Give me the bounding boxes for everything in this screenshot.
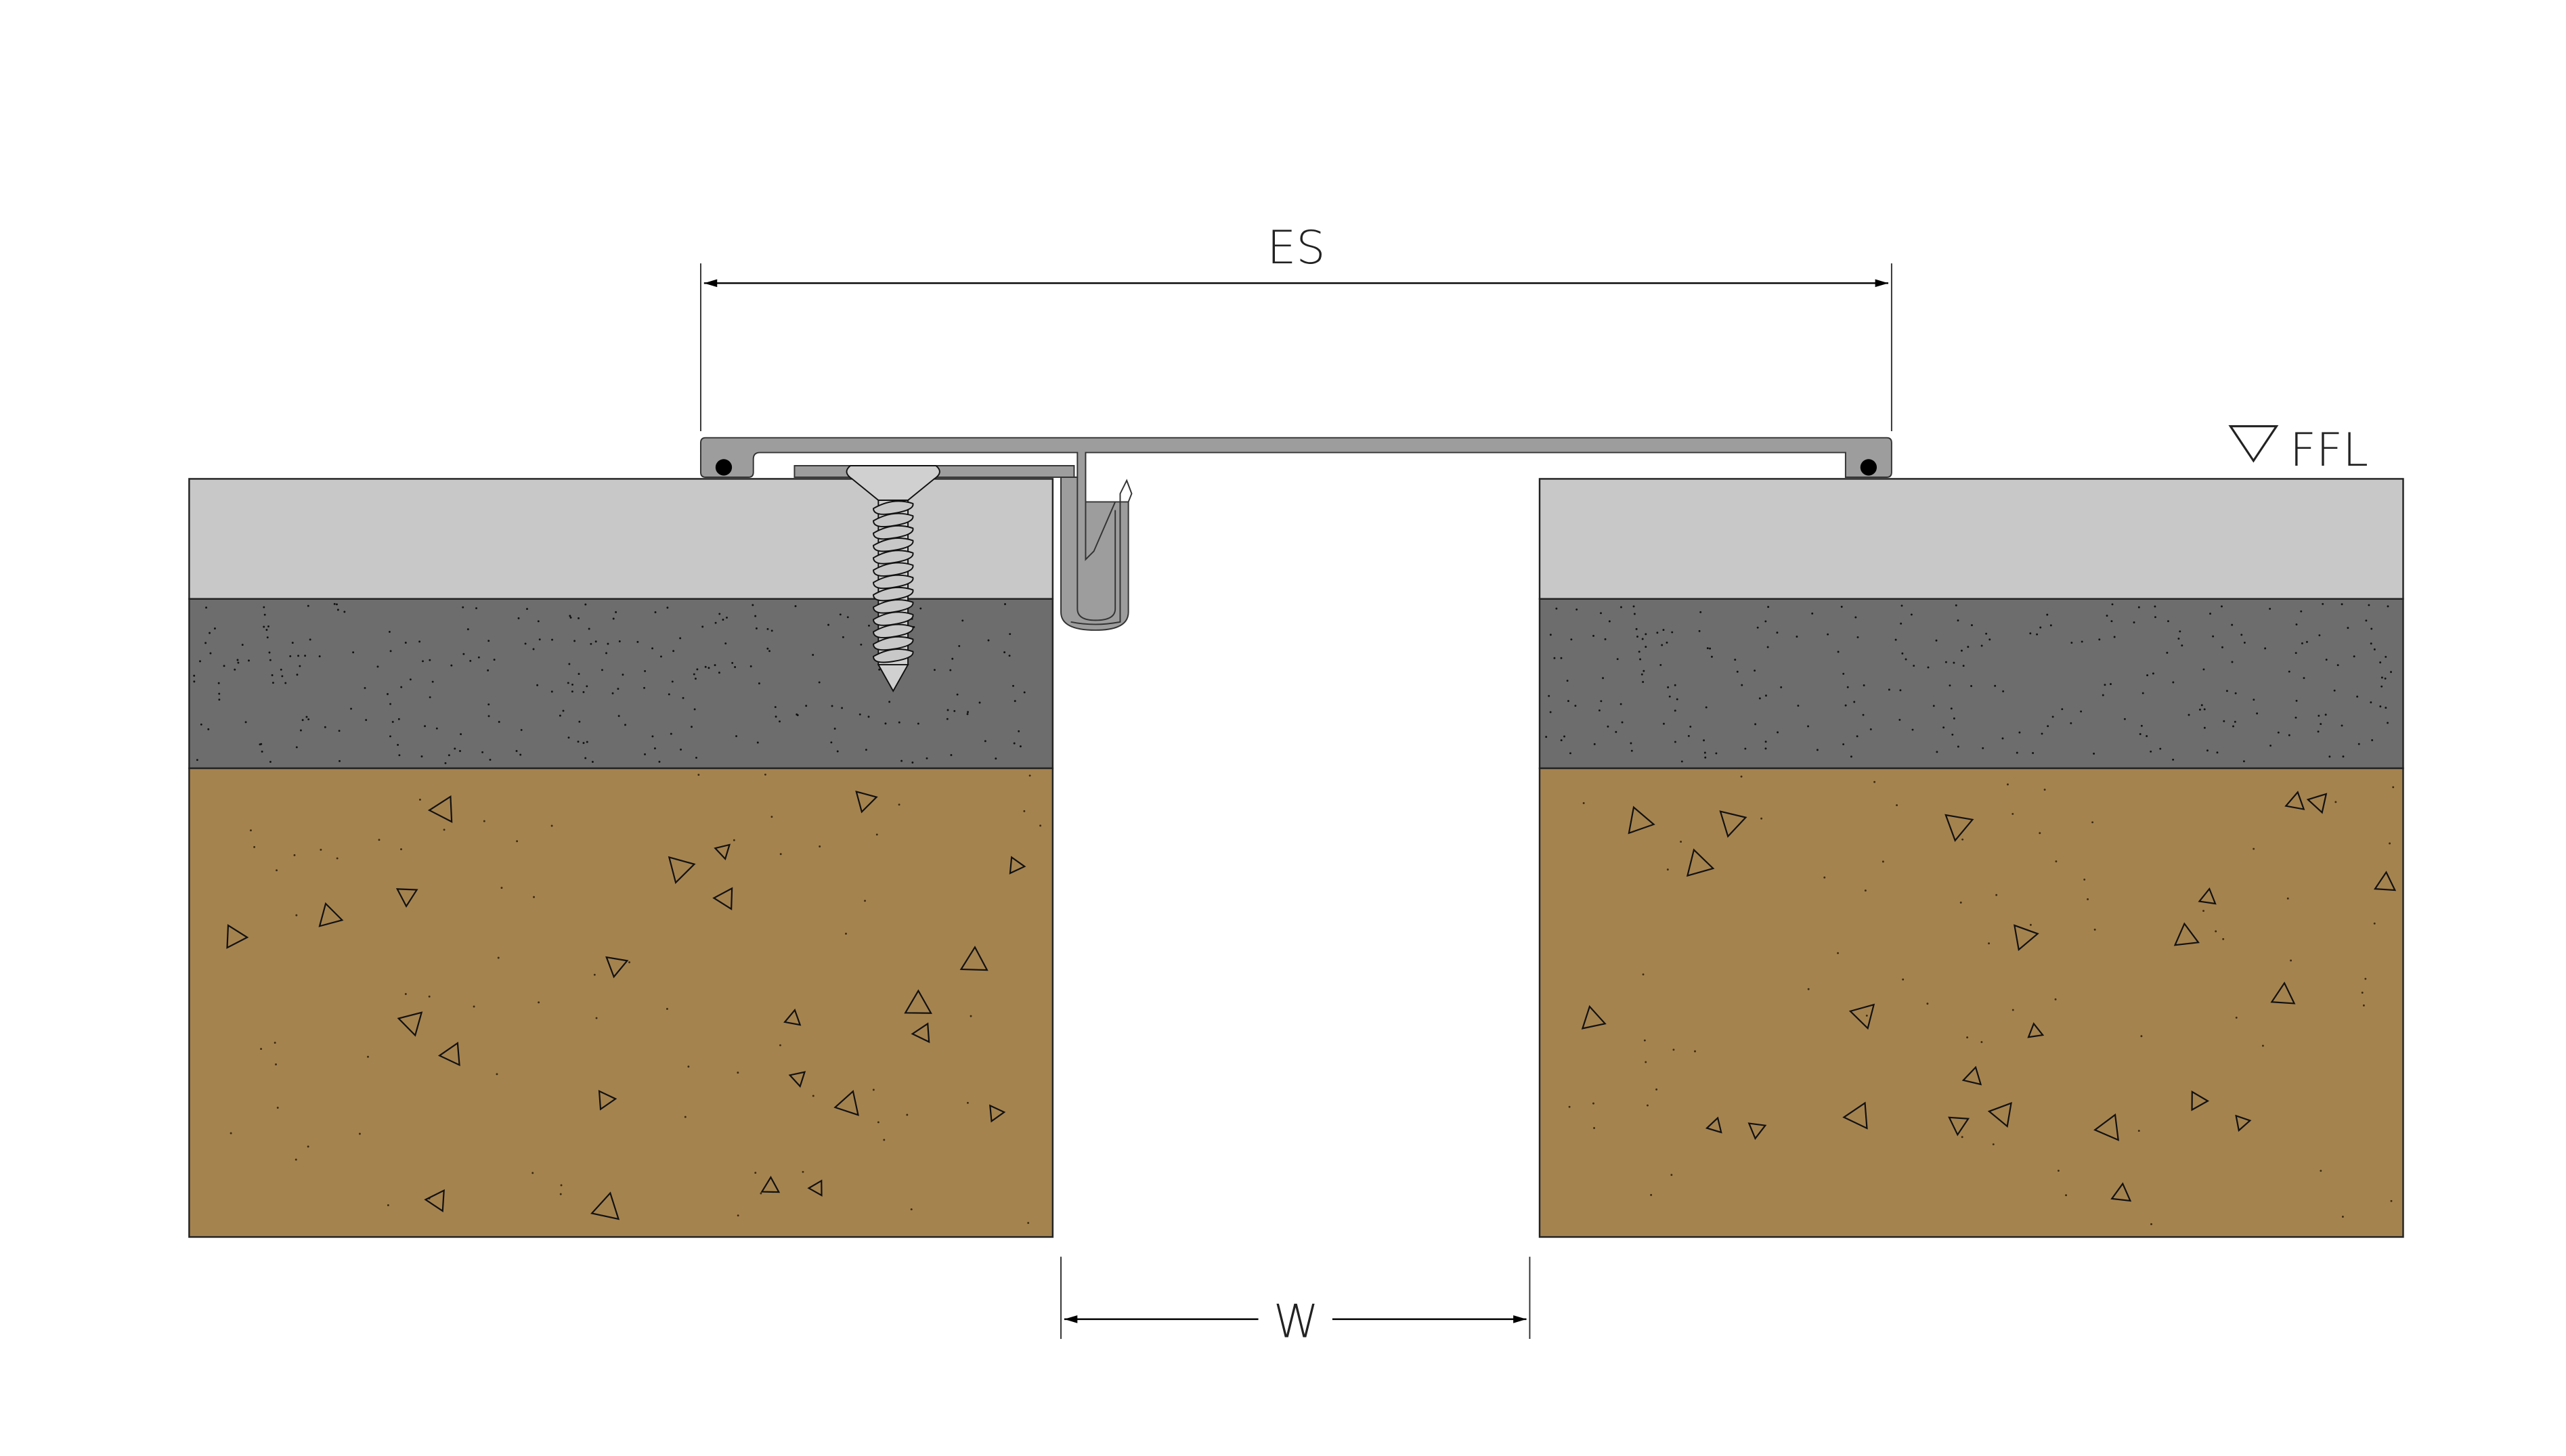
profile-hook <box>1077 477 1116 621</box>
aggregate-mark <box>2284 791 2305 810</box>
aggregate-mark <box>1628 806 1655 835</box>
aggregate-mark <box>989 1104 1006 1123</box>
aggregate-mark <box>833 1090 859 1116</box>
aggregate-mark <box>1705 1116 1722 1134</box>
aggregate-mark <box>760 1176 781 1193</box>
right-finish-layer <box>1538 478 2404 600</box>
aggregate-mark <box>2235 1114 2252 1132</box>
aggregate-mark <box>2306 793 2328 814</box>
aggregate-mark <box>807 1179 823 1197</box>
aggregate-mark <box>2270 981 2296 1005</box>
aggregate-mark <box>1987 1101 2012 1128</box>
aggregate-mark <box>226 924 249 949</box>
ffl-marker: FFL <box>2228 424 2368 477</box>
left-seal-bead <box>715 459 733 476</box>
es-dimension: ES <box>699 221 1892 431</box>
left-screed-layer <box>188 598 1054 770</box>
aggregate-mark <box>318 902 344 927</box>
aggregate-mark <box>712 887 733 910</box>
aggregate-mark <box>2191 1090 2210 1111</box>
aggregate-mark <box>397 1011 423 1037</box>
aggregate-mark <box>1009 856 1026 875</box>
screw <box>846 465 940 692</box>
aggregate-mark <box>395 888 418 908</box>
left-finish-layer <box>188 478 1054 600</box>
right-substrate-layer <box>1538 767 2404 1238</box>
aggregate-mark <box>1719 810 1747 838</box>
aggregate-mark <box>427 795 453 823</box>
aggregate-mark <box>1848 1003 1875 1030</box>
aggregate-mark <box>788 1071 806 1088</box>
aggregate-mark <box>1961 1065 1982 1086</box>
level-triangle-icon <box>2228 425 2279 463</box>
aggregate-mark <box>2373 870 2397 891</box>
aggregate-mark <box>2027 1022 2045 1038</box>
left-texture <box>193 602 1042 1225</box>
right-slab <box>1538 478 2404 1238</box>
ffl-label: FFL <box>2290 424 2368 477</box>
right-screed-layer <box>1538 598 2404 770</box>
aggregate-mark <box>598 1090 617 1111</box>
aggregate-mark <box>2173 922 2200 946</box>
aggregate-mark <box>1842 1101 1868 1130</box>
aggregate-mark <box>904 989 932 1014</box>
aggregate-mark <box>2093 1113 2120 1141</box>
aggregate-mark <box>2013 924 2039 952</box>
right-texture <box>1545 602 2397 1225</box>
aggregate-mark <box>424 1189 445 1212</box>
aggregate-mark <box>605 956 629 979</box>
aggregate-mark <box>1944 814 1974 842</box>
aggregate-mark <box>783 1008 802 1026</box>
aggregate-mark <box>911 1022 930 1044</box>
aggregate-mark <box>668 856 696 884</box>
aggregate-mark <box>855 790 878 814</box>
aggregate-mark <box>1948 1116 1970 1137</box>
w-dimension: W <box>1060 1256 1531 1349</box>
aggregate-mark <box>714 843 731 861</box>
aggregate-mark <box>2198 887 2217 905</box>
w-label: W <box>1274 1296 1319 1349</box>
aggregate-mark <box>1686 848 1715 877</box>
aggregate-mark <box>590 1191 620 1220</box>
left-slab <box>188 478 1054 1238</box>
aggregate-mark <box>437 1042 460 1067</box>
aggregate-mark <box>1747 1122 1767 1141</box>
right-seal-bead <box>1860 459 1877 476</box>
aggregate-mark <box>1581 1005 1607 1030</box>
aggregate-mark <box>2110 1182 2132 1202</box>
es-label: ES <box>1267 221 1325 275</box>
left-substrate-layer <box>188 767 1054 1238</box>
aggregate-mark <box>959 946 988 971</box>
